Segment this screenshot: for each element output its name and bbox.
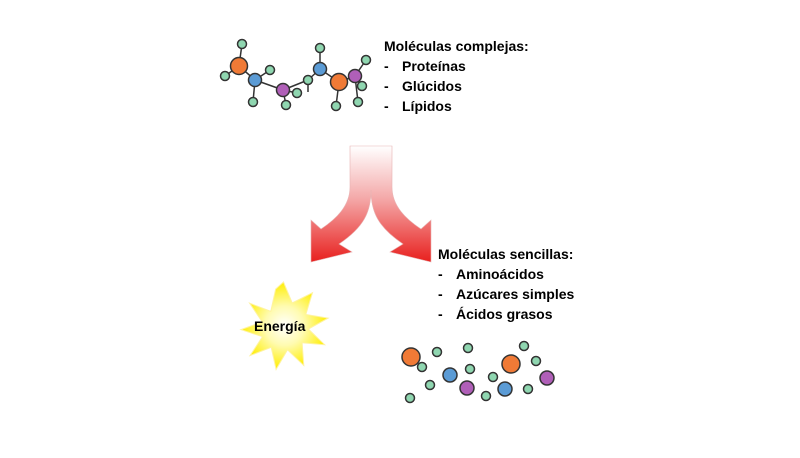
list-item: -Lípidos (384, 98, 452, 114)
simple-molecules-title: Moléculas sencillas: (438, 246, 574, 262)
list-item: -Azúcares simples (438, 286, 575, 302)
list-item: -Proteínas (384, 58, 466, 74)
complex-molecule-icon (219, 38, 372, 112)
energy-star-icon (239, 281, 330, 371)
list-item: -Ácidos grasos (438, 306, 553, 322)
complex-molecules-block: Moléculas complejas: -Proteínas -Glúcido… (384, 36, 529, 116)
simple-molecules-icon (401, 340, 555, 404)
list-item: -Aminoácidos (438, 266, 544, 282)
complex-molecules-title: Moléculas complejas: (384, 38, 529, 54)
simple-molecules-block: Moléculas sencillas: -Aminoácidos -Azúca… (438, 244, 574, 324)
list-item: -Glúcidos (384, 78, 462, 94)
energy-label: Energía (254, 318, 306, 334)
split-arrow (310, 145, 432, 263)
